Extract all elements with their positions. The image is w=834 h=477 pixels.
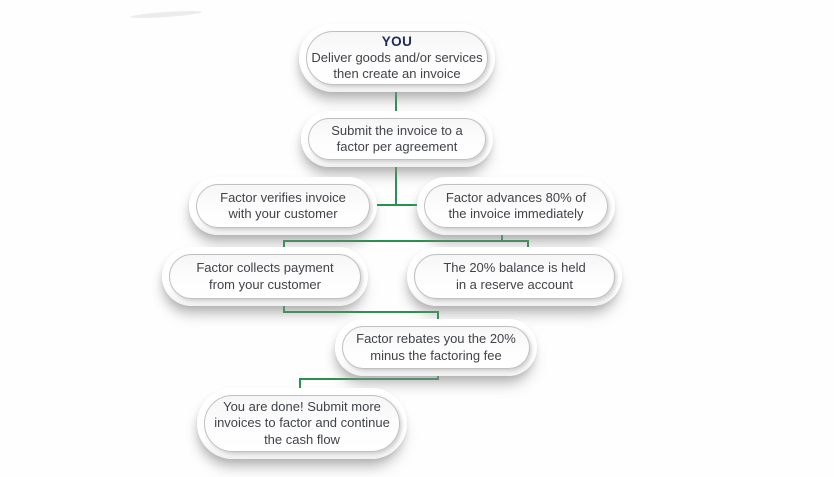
node-inner-capsule: Factor collects payment from your custom… bbox=[169, 254, 361, 299]
connector-branch-collects-reserve bbox=[283, 240, 529, 242]
connector-into-rebates bbox=[437, 311, 439, 325]
connector-branch-verifies-advances bbox=[362, 204, 428, 206]
connector-submit-down bbox=[395, 163, 397, 206]
node-inner-capsule: You are done! Submit more invoices to fa… bbox=[204, 395, 400, 452]
node-line: Submit the invoice to a bbox=[331, 122, 463, 138]
node-line: then create an invoice bbox=[333, 66, 461, 81]
node-submit-invoice: Submit the invoice to a factor per agree… bbox=[301, 111, 493, 167]
node-line: You are done! Submit more bbox=[223, 398, 381, 414]
connector-rebates-to-done-h bbox=[299, 378, 439, 380]
node-line: minus the factoring fee bbox=[370, 347, 502, 363]
node-line: Deliver goods and/or services bbox=[311, 49, 483, 65]
node-inner-capsule: Factor rebates you the 20% minus the fac… bbox=[342, 326, 530, 369]
background-smudge bbox=[129, 9, 203, 20]
node-line: Factor verifies invoice bbox=[220, 189, 346, 205]
node-line: in a reserve account bbox=[455, 276, 574, 292]
node-line: the invoice immediately bbox=[448, 206, 584, 221]
node-title: YOU bbox=[381, 33, 413, 49]
node-line: from your customer bbox=[209, 276, 321, 292]
node-line: The 20% balance is held bbox=[443, 260, 586, 275]
node-you: YOU Deliver goods and/or services then c… bbox=[299, 24, 495, 92]
connector-into-done bbox=[299, 378, 301, 395]
node-line: factor per agreement bbox=[336, 139, 458, 154]
node-factor-advances: Factor advances 80% of the invoice immed… bbox=[417, 177, 615, 235]
node-line: Factor collects payment bbox=[196, 260, 334, 275]
node-inner-capsule: Factor advances 80% of the invoice immed… bbox=[424, 184, 608, 228]
node-factor-collects: Factor collects payment from your custom… bbox=[162, 247, 368, 306]
node-balance-held: The 20% balance is held in a reserve acc… bbox=[407, 247, 622, 306]
node-line: Factor advances 80% of bbox=[445, 189, 587, 205]
node-inner-capsule: Submit the invoice to a factor per agree… bbox=[308, 118, 486, 160]
node-inner-capsule: Factor verifies invoice with your custom… bbox=[196, 184, 370, 228]
node-inner-capsule: YOU Deliver goods and/or services then c… bbox=[306, 31, 488, 85]
connector-you-to-submit bbox=[395, 88, 397, 114]
node-line: with your customer bbox=[228, 206, 338, 221]
node-line: invoices to factor and continue bbox=[214, 415, 390, 431]
connector-collects-to-rebates-h bbox=[283, 311, 439, 313]
node-inner-capsule: The 20% balance is held in a reserve acc… bbox=[414, 254, 615, 299]
node-factor-verifies: Factor verifies invoice with your custom… bbox=[189, 177, 377, 235]
node-line: the cash flow bbox=[264, 431, 340, 447]
node-factor-rebates: Factor rebates you the 20% minus the fac… bbox=[335, 319, 537, 376]
node-you-are-done: You are done! Submit more invoices to fa… bbox=[197, 388, 407, 459]
node-line: Factor rebates you the 20% bbox=[356, 331, 516, 346]
